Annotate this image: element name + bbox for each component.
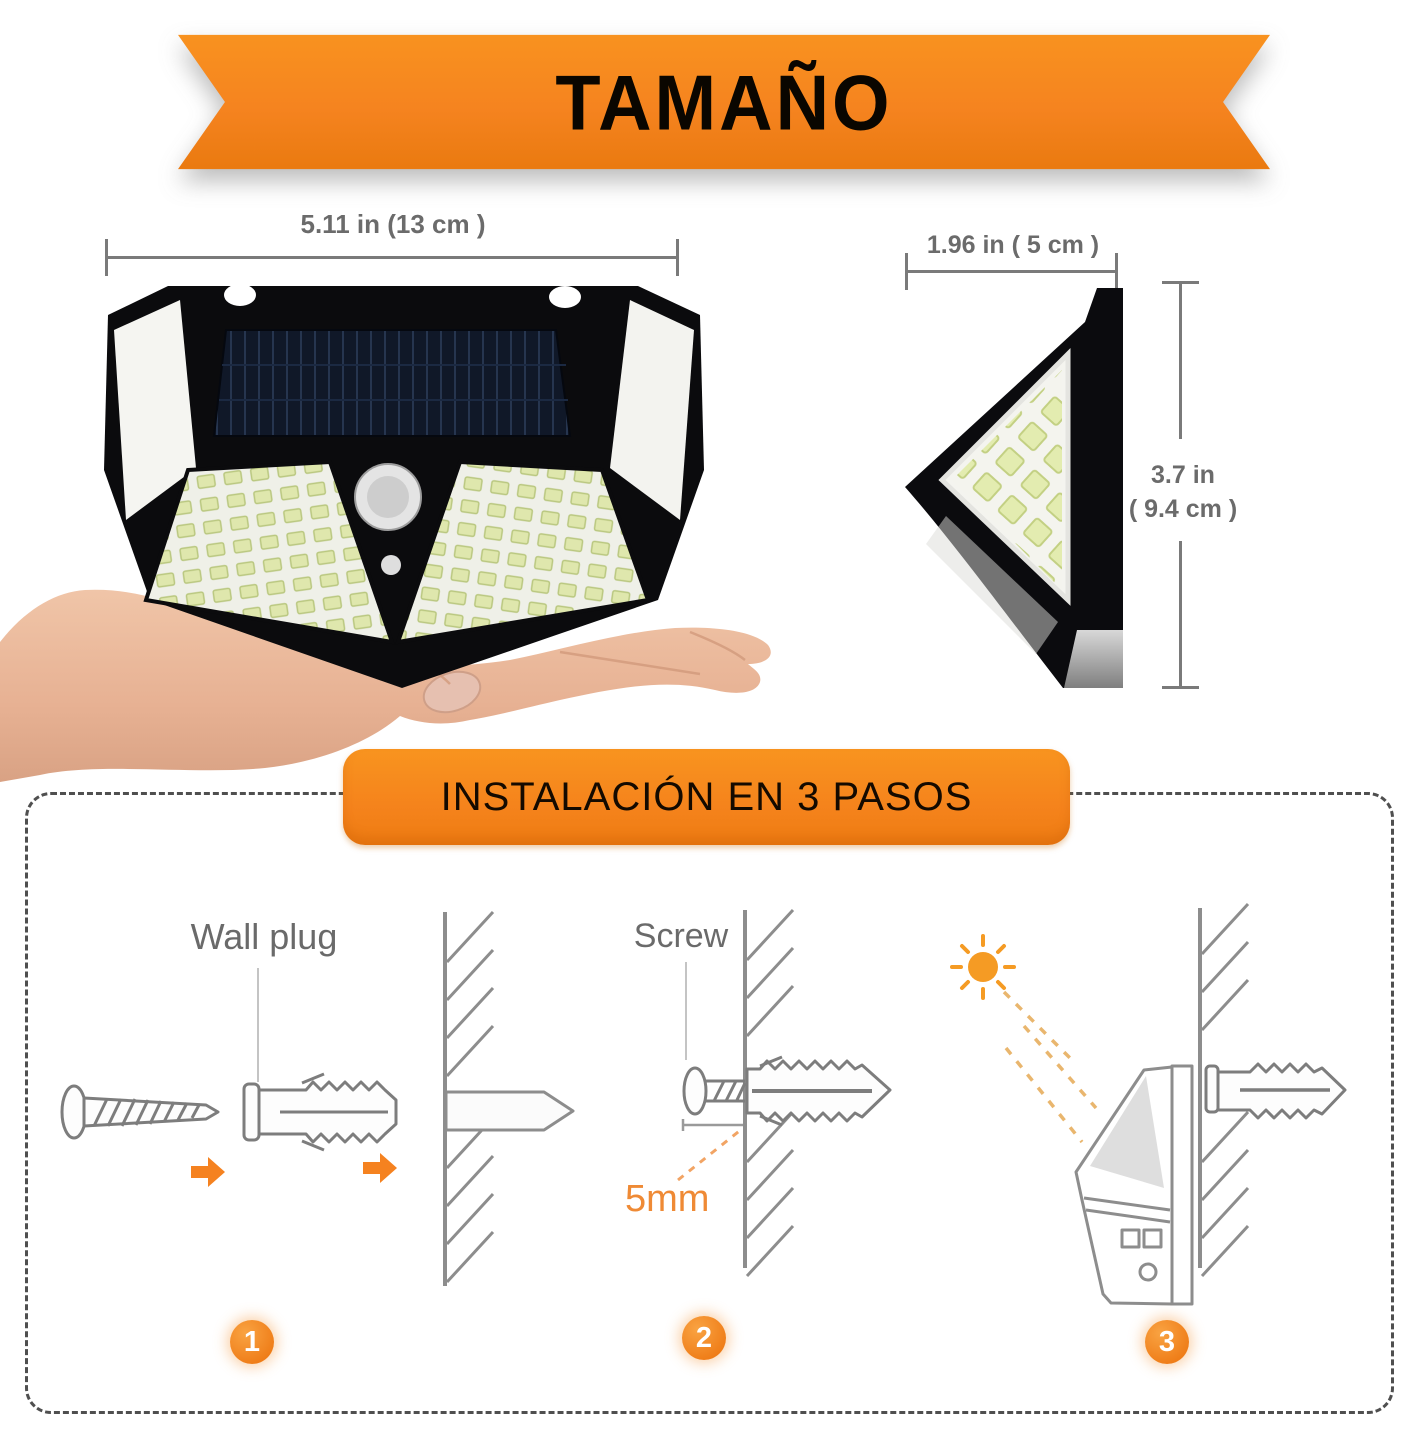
vdim-top-bar [1162, 281, 1199, 284]
step2-depth-label: 5mm [625, 1178, 710, 1220]
wall-hatch-icon [1198, 902, 1250, 1278]
side-panel-right [610, 300, 694, 520]
step1-diagram [60, 910, 575, 1286]
hand-icon [0, 589, 771, 782]
dim-tick-right [676, 239, 679, 276]
sun-icon [950, 934, 1016, 1000]
step1-number: 1 [243, 1325, 261, 1358]
wall-plug-icon [242, 1072, 398, 1152]
depth-dimension-icon [677, 1119, 744, 1182]
sun-rays-icon [1002, 990, 1098, 1144]
step2-diagram [677, 908, 1016, 1278]
page-title: TAMAÑO [555, 58, 893, 146]
screw-in-plug-icon [682, 1055, 892, 1127]
dim-tick-right2 [1115, 253, 1118, 290]
step2-number: 2 [695, 1321, 713, 1354]
side-width-label: 1.96 in ( 5 cm ) [926, 231, 1100, 259]
solar-lamp-side-icon [905, 288, 1123, 688]
vdim-line-upper [1179, 284, 1182, 439]
inserted-plug-icon [444, 1090, 575, 1132]
step2-badge: 2 [682, 1316, 726, 1360]
side-height-in: 3.7 in [1151, 461, 1215, 489]
mounting-hole-left [224, 284, 256, 306]
dim-line-front-width [106, 256, 679, 259]
step3-badge: 3 [1145, 1320, 1189, 1364]
installation-banner: INSTALACIÓN EN 3 PASOS [343, 749, 1070, 845]
vdim-line-lower [1179, 541, 1182, 687]
side-panel-left [114, 300, 196, 520]
indicator-dot [381, 555, 401, 575]
installation-banner-label: INSTALACIÓN EN 3 PASOS [440, 774, 973, 819]
side-led-grid [952, 370, 1062, 590]
thumb-nail [422, 670, 482, 714]
mounting-hole-right [549, 286, 581, 308]
side-height-cm: ( 9.4 cm ) [1128, 495, 1238, 523]
led-panel-left [143, 459, 395, 645]
vdim-bottom-bar [1162, 686, 1199, 689]
side-base-cap [1064, 630, 1123, 688]
led-panel-right [395, 459, 651, 645]
dim-line-side-width [906, 270, 1118, 273]
step2-label: Screw [633, 917, 729, 955]
solar-lamp-front-icon [0, 284, 771, 782]
wall-plug-icon [1204, 1062, 1347, 1120]
step1-label: Wall plug [190, 916, 338, 957]
side-height-label: 3.7 in ( 9.4 cm ) [1103, 458, 1263, 526]
screw-icon [60, 1084, 220, 1140]
step3-number: 3 [1158, 1325, 1176, 1358]
step1-badge: 1 [230, 1320, 274, 1364]
mounted-lamp-side-icon [1074, 1064, 1194, 1306]
wall-hatch-icon [743, 908, 795, 1278]
side-lower-band [926, 516, 1058, 654]
solar-panel [212, 329, 572, 437]
title-ribbon: TAMAÑO [178, 24, 1270, 180]
step3-diagram [1002, 902, 1347, 1306]
ribbon-shape: TAMAÑO [178, 34, 1270, 170]
lamp-body [104, 284, 704, 688]
front-width-label: 5.11 in (13 cm ) [300, 209, 486, 239]
arrow-right-icon [191, 1153, 397, 1187]
